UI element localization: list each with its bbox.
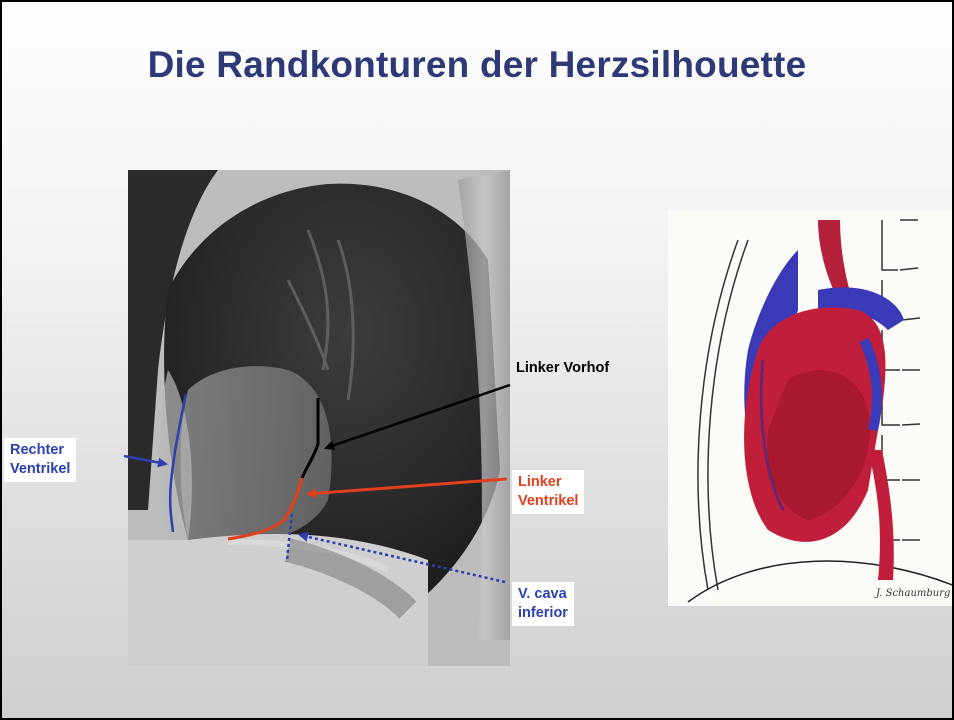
- label-left-ventricle: Linker Ventrikel: [512, 470, 584, 514]
- illustration-signature: J. Schaumburg: [874, 588, 950, 599]
- heart-anatomy-illustration: J. Schaumburg: [668, 210, 954, 606]
- label-vena-cava-inferior: V. cava inferior: [512, 582, 574, 626]
- slide-title: Die Randkonturen der Herzsilhouette: [2, 44, 952, 86]
- lateral-chest-xray-image: [128, 170, 510, 666]
- label-left-atrium: Linker Vorhof: [516, 359, 609, 378]
- label-right-ventricle: Rechter Ventrikel: [4, 438, 76, 482]
